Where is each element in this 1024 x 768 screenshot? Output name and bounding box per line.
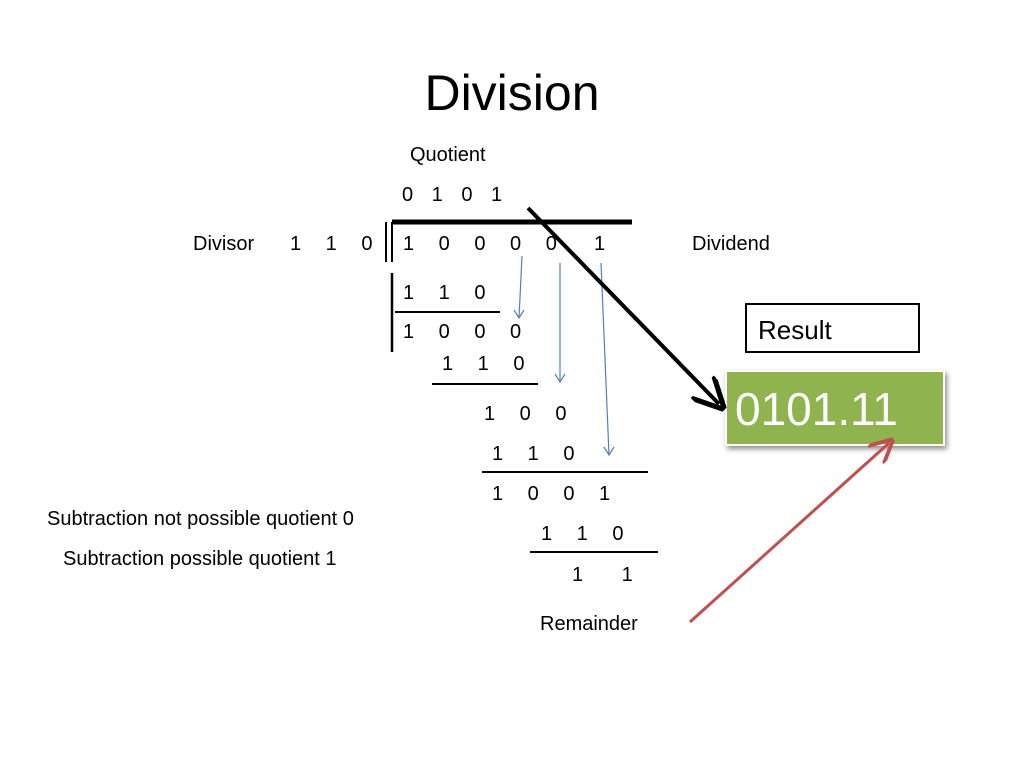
step-remainder-2: 1 0 0 [484, 403, 567, 425]
final-remainder-digits: 1 1 [572, 564, 633, 586]
divisor-label: Divisor [193, 233, 255, 255]
slide-title: Division [424, 65, 600, 121]
dividend-digits: 1 0 0 0 0 [403, 233, 557, 255]
remainder-to-result-arrow [688, 443, 889, 624]
note-not-possible: Subtraction not possible quotient 0 [47, 508, 354, 530]
quotient-label: Quotient [410, 144, 486, 166]
step-remainder-1: 1 0 0 0 [403, 321, 522, 343]
dividend-label: Dividend [692, 233, 770, 255]
step-subtrahend-4: 1 1 0 [541, 523, 624, 545]
dividend-extra-digit: 1 [594, 233, 606, 255]
remainder-label: Remainder [540, 613, 638, 635]
note-possible: Subtraction possible quotient 1 [63, 548, 337, 570]
result-value: 0101.11 [735, 383, 898, 435]
result-label-box: Result [745, 303, 920, 353]
quotient-to-result-arrow [526, 206, 719, 404]
step-subtrahend-1: 1 1 0 [403, 282, 486, 304]
step-remainder-3: 1 0 0 1 [492, 483, 611, 505]
result-label: Result [758, 315, 832, 345]
divisor-digits: 1 1 0 [290, 233, 373, 255]
step-subtrahend-2: 1 1 0 [442, 353, 525, 375]
quotient-digits: 0 1 0 1 [402, 184, 503, 206]
bring-down-arrows [513, 255, 615, 457]
step-subtrahend-3: 1 1 0 [492, 443, 575, 465]
result-value-box: 0101.11 [725, 370, 945, 446]
